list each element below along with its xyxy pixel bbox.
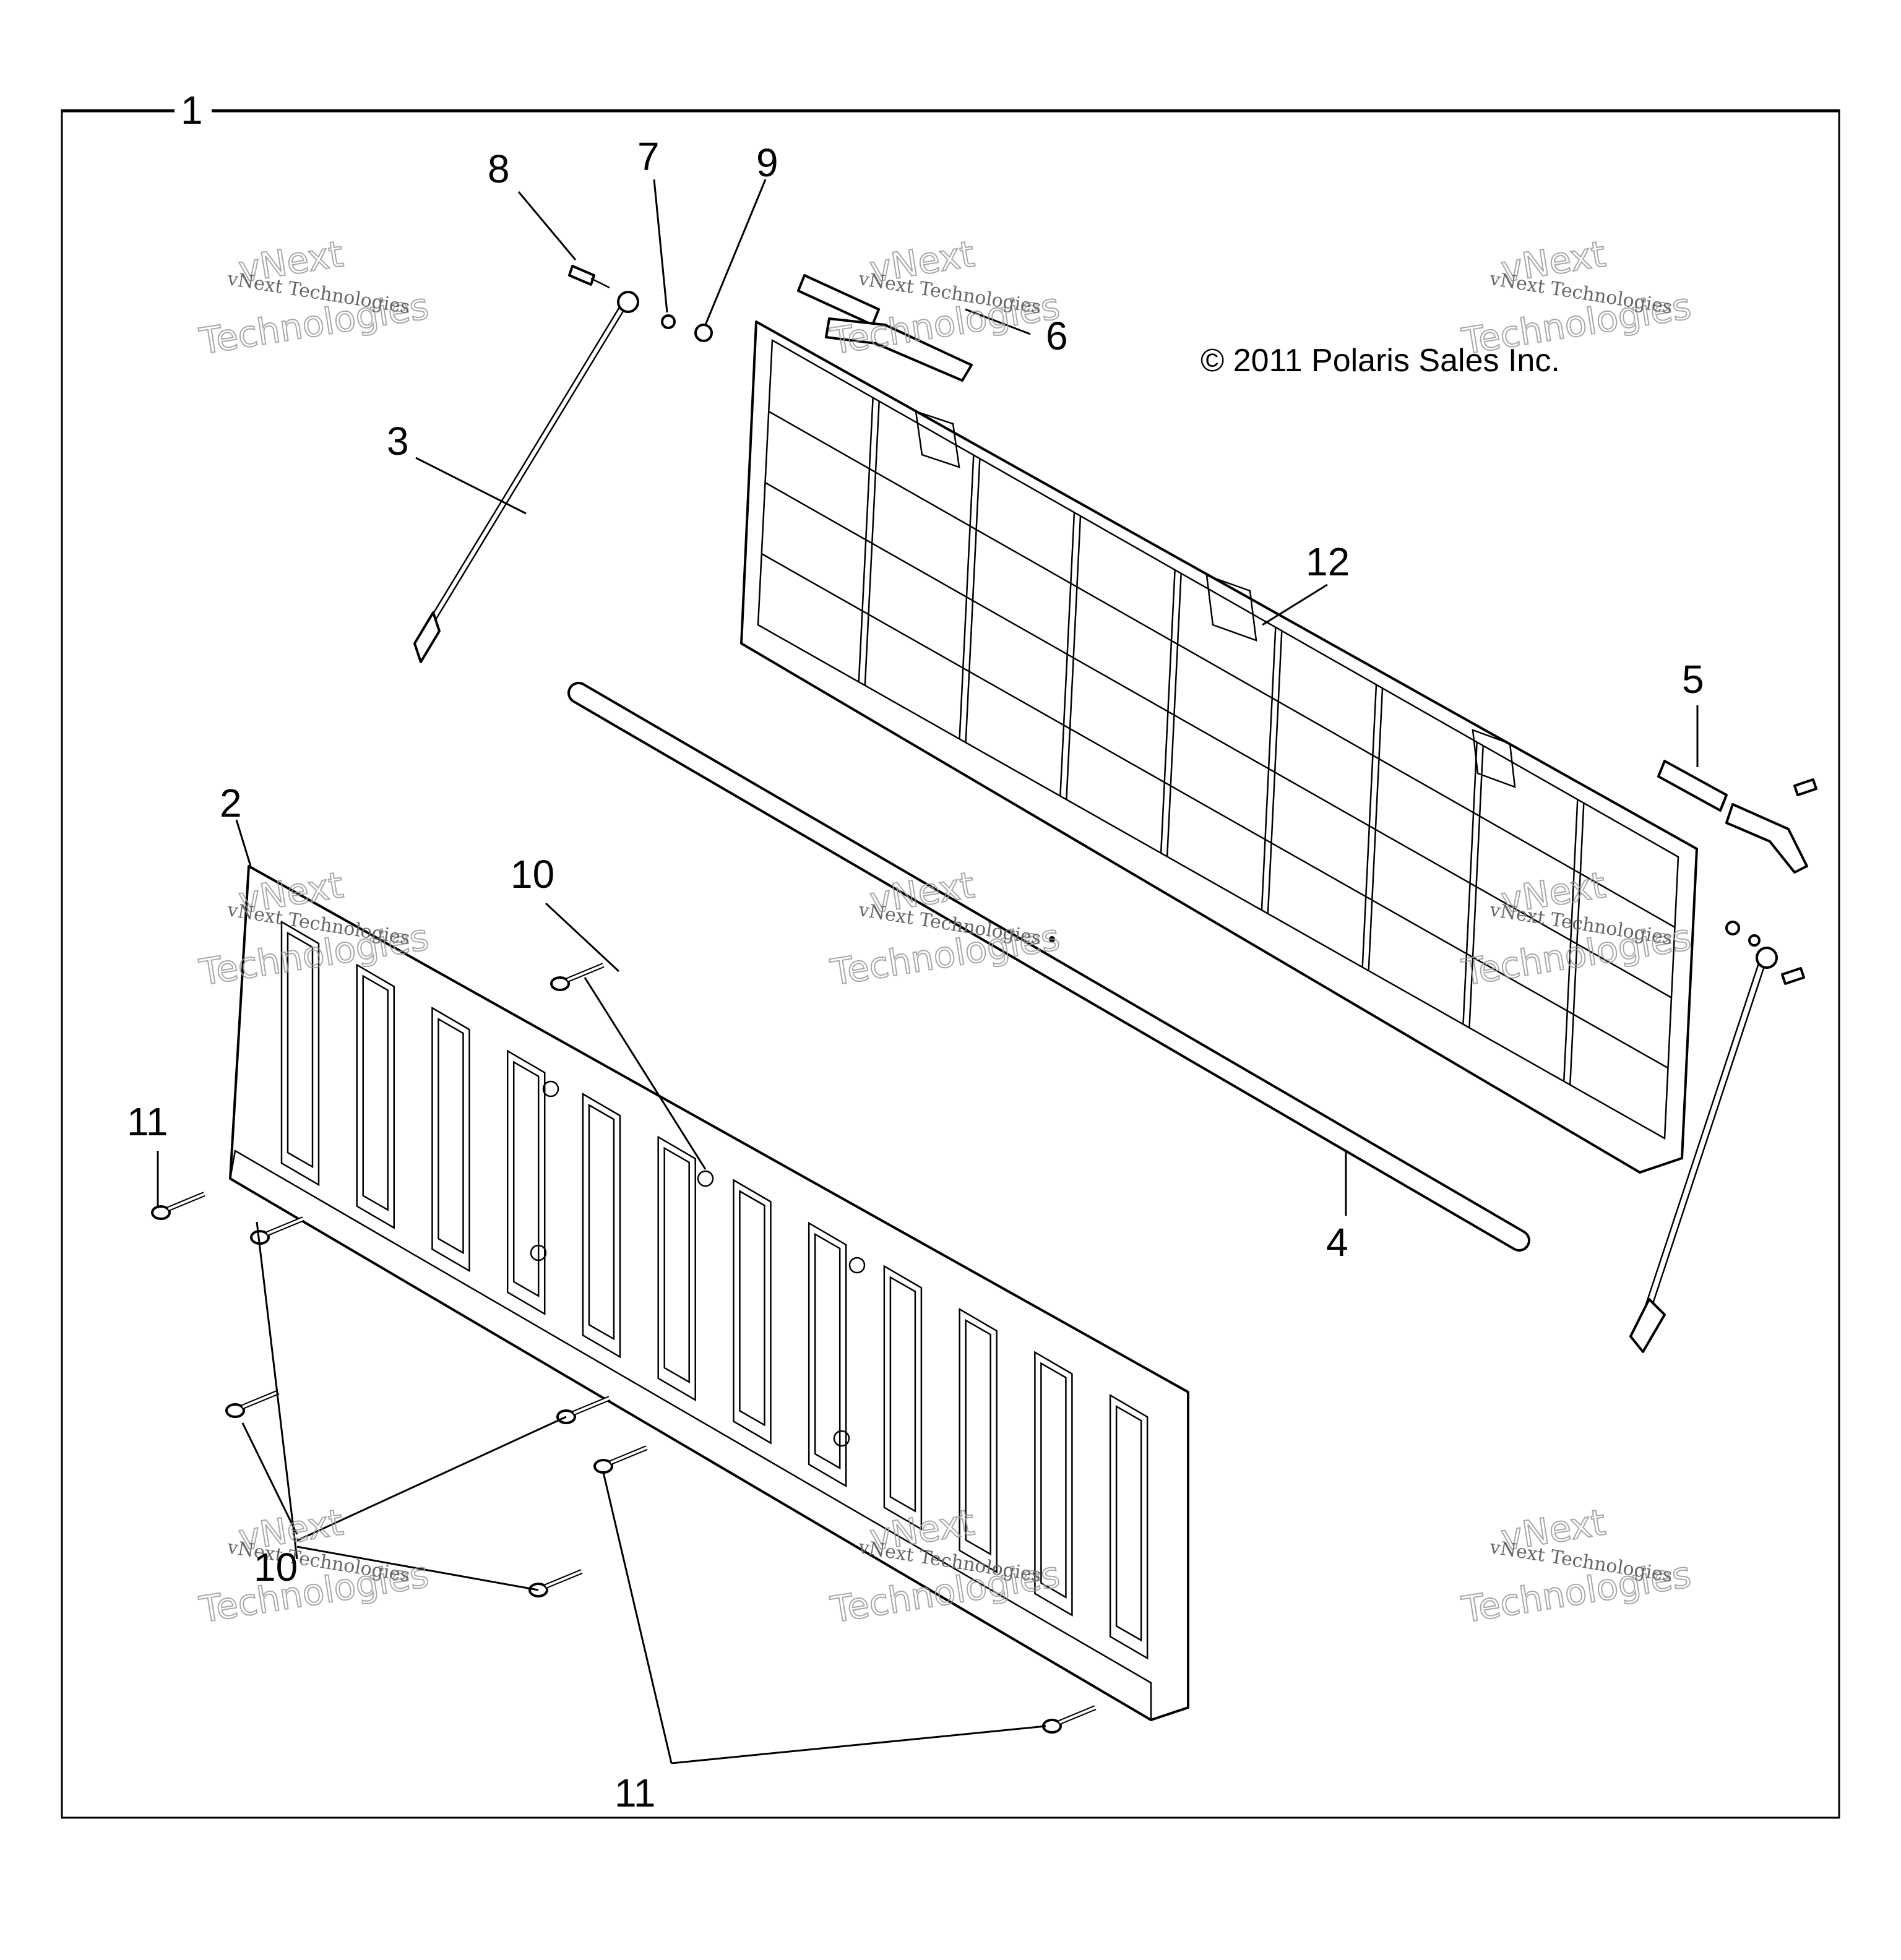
panel-slot [733, 1179, 772, 1445]
latch-left [797, 274, 973, 382]
callout-2: 2 [220, 781, 242, 825]
outer-tailgate-panel [229, 865, 1189, 1722]
callout-11-bottom: 11 [614, 1771, 655, 1815]
panel-slot [657, 1135, 696, 1402]
callout-6: 6 [1046, 314, 1068, 358]
callout-4: 4 [1326, 1220, 1348, 1265]
inner-tailgate-panel [740, 320, 1698, 1174]
callout-10-bottom: 10 [254, 1545, 298, 1589]
panel-slot [1109, 1394, 1149, 1660]
latch-right [1657, 760, 1808, 874]
fasteners [151, 265, 1817, 1734]
hinge-rod [567, 682, 1530, 1252]
support-cable-left [413, 291, 639, 663]
callout-5: 5 [1682, 657, 1704, 702]
callout-12: 12 [1306, 539, 1350, 584]
support-cable-right [1629, 947, 1778, 1353]
callout-3: 3 [387, 419, 409, 463]
panel-slot [959, 1307, 998, 1574]
panel-slot [356, 963, 395, 1229]
panel-slot [431, 1006, 470, 1273]
callout-10-top: 10 [511, 852, 554, 896]
panel-slot [582, 1093, 621, 1359]
leader-lines [62, 110, 1839, 1764]
diagram-frame [61, 109, 1840, 1819]
copyright-notice: © 2011 Polaris Sales Inc. [1201, 343, 1560, 379]
panel-slot [808, 1221, 847, 1488]
panel-slot [883, 1265, 923, 1531]
callout-11-left: 11 [127, 1099, 168, 1144]
callout-numbers: 1 8 7 9 6 3 12 5 2 10 11 4 10 11 [127, 88, 1704, 1815]
panel-slot [280, 920, 320, 1187]
callout-9: 9 [756, 140, 778, 185]
callout-1: 1 [181, 88, 203, 132]
callout-7: 7 [637, 134, 660, 179]
panel-slot [1034, 1351, 1073, 1617]
callout-8: 8 [488, 147, 510, 191]
panel-slot [506, 1049, 546, 1315]
